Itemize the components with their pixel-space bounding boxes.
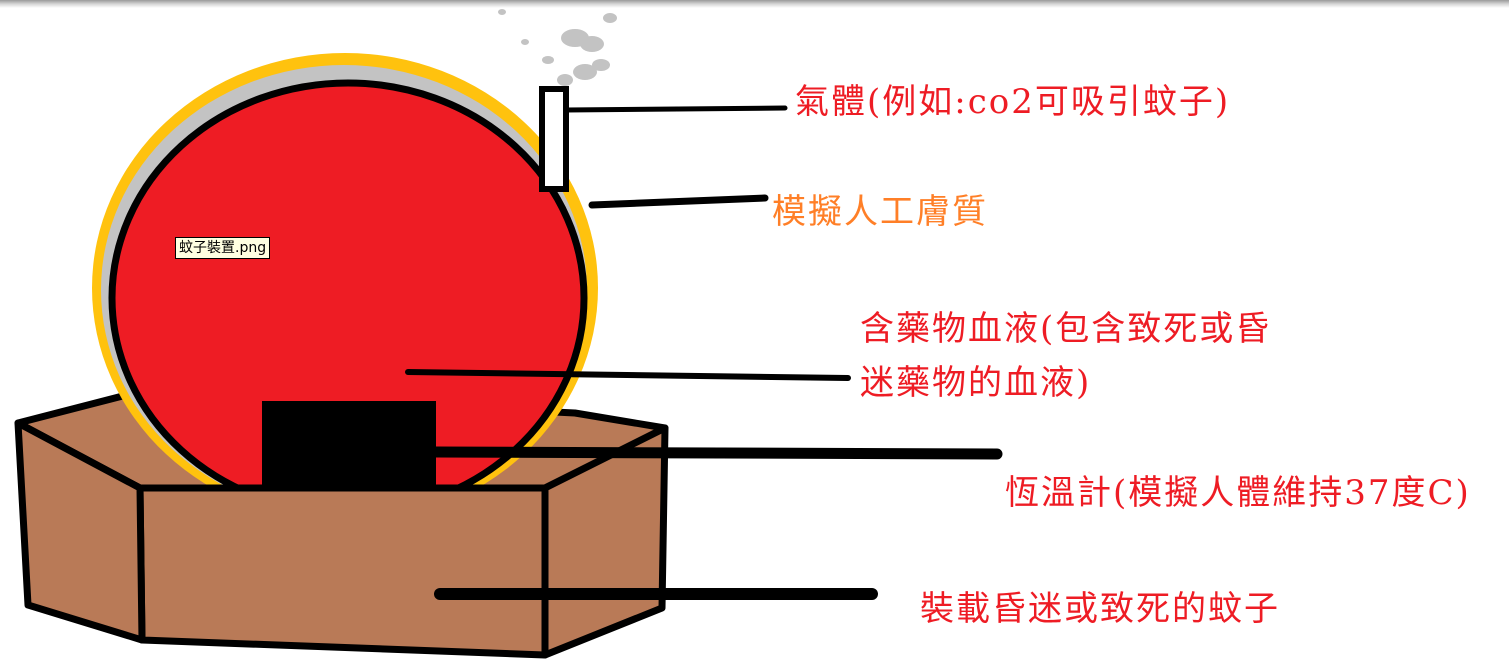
window-top-border xyxy=(0,0,1509,8)
thermostat-pointer xyxy=(430,446,1003,460)
label-gas: 氣體(例如:co2可吸引蚊子) xyxy=(795,82,1231,122)
gas-tube xyxy=(539,86,569,192)
filename-tooltip: 蚊子裝置.png xyxy=(175,237,271,259)
box-front-face xyxy=(136,484,549,659)
skin-pointer xyxy=(588,194,769,209)
label-mosquito: 裝載昏迷或致死的蚊子 xyxy=(920,589,1280,629)
label-blood-line2: 迷藥物的血液) xyxy=(860,363,1092,403)
box-left-face xyxy=(14,419,146,644)
label-thermostat: 恆溫計(模擬人體維持37度C) xyxy=(1005,473,1471,513)
gas-smoke xyxy=(498,9,617,102)
thermostat-block xyxy=(262,401,436,485)
blood-pointer xyxy=(405,369,851,381)
gas-pointer xyxy=(563,105,788,113)
label-skin: 模擬人工膚質 xyxy=(772,192,988,232)
label-blood-line1: 含藥物血液(包含致死或昏 xyxy=(860,309,1272,349)
pointer-lines xyxy=(405,105,1003,600)
